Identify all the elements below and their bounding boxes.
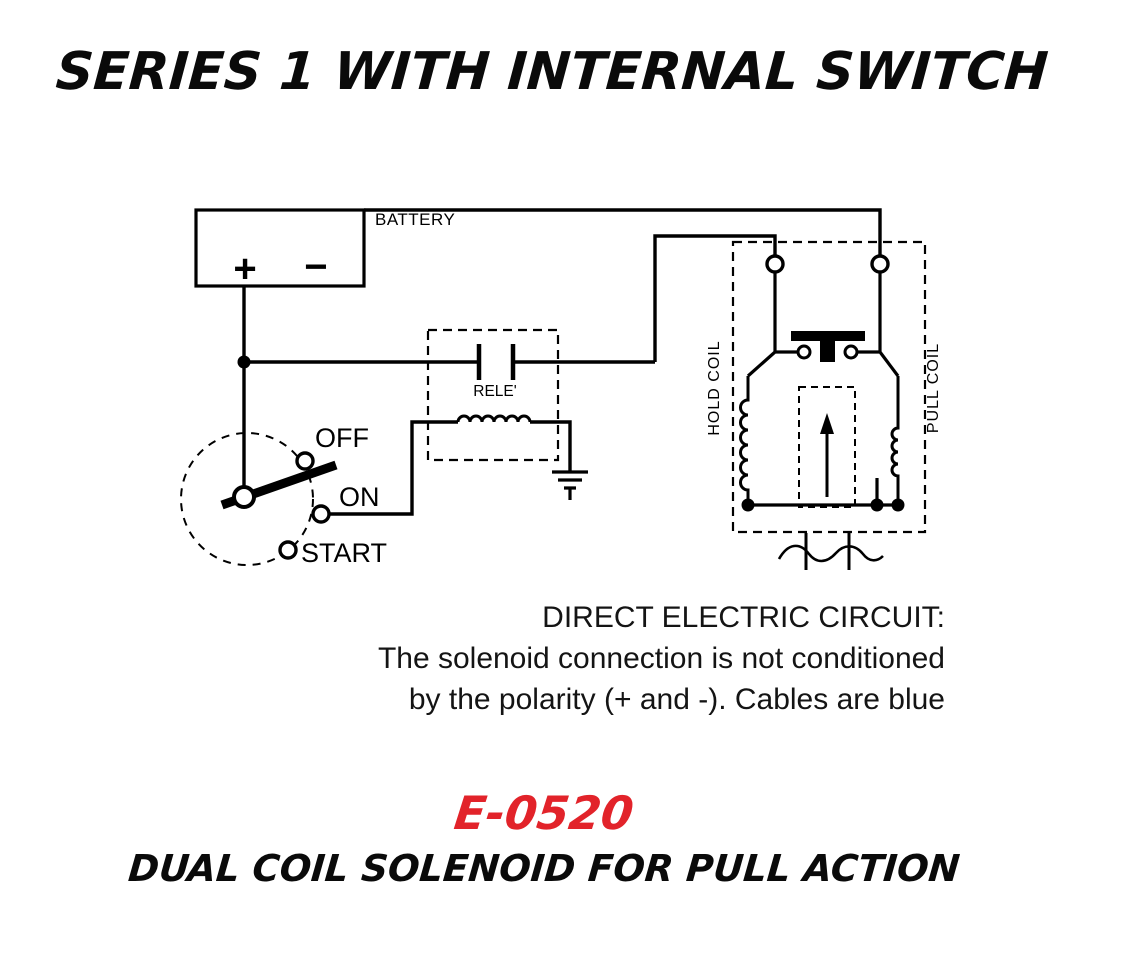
solenoid-internal-wires — [746, 272, 900, 507]
ignition-switch: OFF ON START — [180, 423, 387, 568]
solenoid-contact-stem — [820, 341, 835, 362]
hold-coil-label: HOLD COIL — [706, 340, 723, 435]
solenoid-bottom-dot-left — [741, 498, 755, 512]
battery-body — [194, 208, 366, 288]
relay: RELE' — [426, 328, 560, 462]
solenoid-right-terminal — [870, 254, 890, 274]
switch-center-terminal — [232, 485, 256, 509]
switch-start-label: START — [301, 538, 387, 568]
pull-coil-label: PULL COIL — [925, 343, 942, 433]
solenoid-contact-bar — [791, 331, 865, 341]
plunger-arrow-head — [820, 413, 834, 434]
wire-runs — [242, 208, 882, 516]
hold-coil-winding — [739, 376, 750, 505]
battery-label: BATTERY — [375, 210, 455, 229]
note-line-3: by the polarity (+ and -). Cables are bl… — [408, 683, 945, 716]
note-line-1: DIRECT ELECTRIC CIRCUIT: — [542, 601, 945, 634]
solenoid-bottom-dot-right — [891, 498, 905, 512]
solenoid: HOLD COIL PULL COIL — [706, 240, 942, 570]
cable-break-squiggle — [777, 544, 884, 563]
switch-off-label: OFF — [315, 423, 369, 453]
battery: + − BATTERY — [194, 208, 455, 291]
circuit-note: DIRECT ELECTRIC CIRCUIT: The solenoid co… — [378, 597, 945, 720]
wire-junction-dot — [237, 355, 251, 369]
switch-on-terminal — [311, 504, 331, 524]
solenoid-fixed-contact-left — [796, 344, 812, 360]
solenoid-left-terminal — [765, 254, 785, 274]
solenoid-dashed-box — [731, 240, 927, 534]
switch-off-terminal — [295, 451, 315, 471]
switch-dashed-circle — [180, 432, 314, 566]
solenoid-fixed-contact-right — [843, 344, 859, 360]
pull-coil-winding — [890, 376, 900, 505]
plunger-shaft-lines — [804, 533, 851, 570]
part-number: E-0520 — [451, 786, 637, 840]
battery-minus-terminal: − — [304, 245, 327, 289]
footer: E-0520 DUAL COIL SOLENOID FOR PULL ACTIO… — [0, 786, 1088, 892]
relay-dashed-box — [426, 328, 560, 462]
relay-contact-bars — [476, 344, 516, 380]
ground-symbol — [552, 470, 588, 500]
switch-start-terminal — [278, 540, 298, 560]
solenoid-bottom-dot-mid — [870, 498, 884, 512]
note-line-2: The solenoid connection is not condition… — [377, 642, 945, 675]
relay-label: RELE' — [473, 383, 516, 400]
switch-on-label: ON — [339, 482, 380, 512]
plunger-dashed-box — [798, 386, 856, 508]
diagram-subtitle: DUAL COIL SOLENOID FOR PULL ACTION — [126, 847, 962, 890]
relay-coil — [456, 414, 532, 423]
battery-plus-terminal: + — [233, 247, 256, 291]
